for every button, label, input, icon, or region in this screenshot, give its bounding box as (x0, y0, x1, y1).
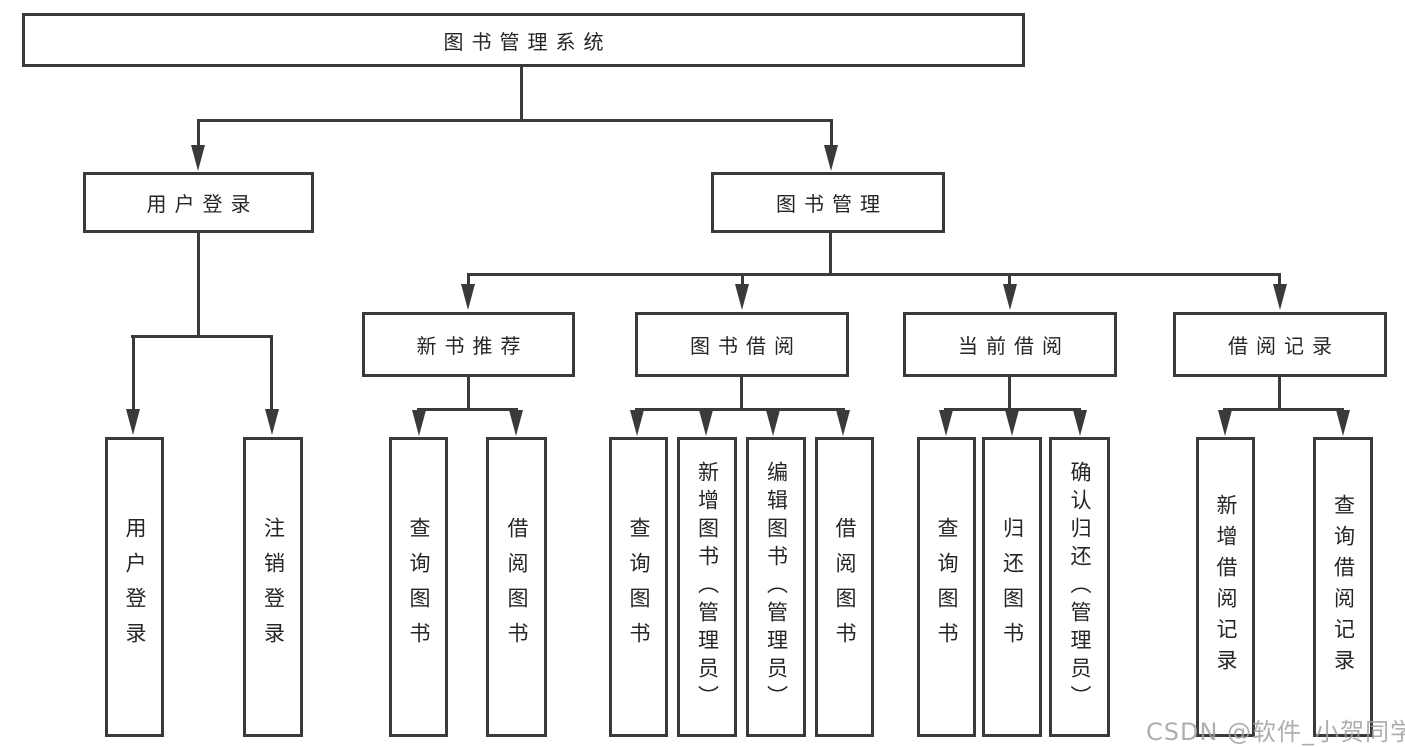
connector-borrowrecords-rail (1223, 408, 1344, 411)
node-book-borrow-label: 图书借阅 (690, 334, 802, 358)
node-borrow-records-label: 借阅记录 (1228, 334, 1340, 358)
leaf-label: 查询图书 (407, 517, 431, 657)
leaf-label: 借阅图书 (833, 517, 857, 657)
leaf-query-books-current: 查询图书 (917, 437, 976, 737)
leaf-add-book-admin: 新增图书（管理员） (677, 437, 737, 737)
node-current-borrow-label: 当前借阅 (958, 334, 1070, 358)
leaf-label: 查询借阅记录 (1331, 494, 1356, 680)
node-root-label: 图书管理系统 (443, 29, 612, 54)
connector-drop-borrowrecords (1278, 273, 1281, 287)
leaf-user-login: 用户登录 (105, 437, 164, 737)
connector-drop-login-leaf (132, 335, 135, 413)
node-new-book-recommend-label: 新书推荐 (416, 334, 529, 358)
leaf-label: 新增图书（管理员） (695, 461, 720, 713)
arrowhead-icon (126, 409, 140, 435)
leaf-query-books-borrow: 查询图书 (609, 437, 668, 737)
arrowhead-icon (509, 410, 523, 436)
connector-newbook-stem (467, 377, 470, 411)
connector-root-rail (197, 119, 833, 122)
arrowhead-icon (939, 410, 953, 436)
leaf-borrow-books: 借阅图书 (815, 437, 874, 737)
arrowhead-icon (836, 410, 850, 436)
connector-newbook-rail (417, 408, 518, 411)
connector-drop-bookborrow (741, 273, 744, 287)
arrowhead-icon (1273, 284, 1287, 310)
leaf-confirm-return-admin: 确认归还（管理员） (1049, 437, 1110, 737)
connector-bookborrow-stem (740, 377, 743, 411)
node-borrow-records: 借阅记录 (1173, 312, 1387, 377)
connector-drop-logout-leaf (270, 335, 273, 413)
node-book-borrow: 图书借阅 (635, 312, 849, 377)
arrowhead-icon (1336, 410, 1350, 436)
arrowhead-icon (1003, 284, 1017, 310)
leaf-query-books-recommend: 查询图书 (389, 437, 448, 737)
leaf-label: 确认归还（管理员） (1068, 461, 1092, 713)
connector-drop-currentborrow (1008, 273, 1011, 287)
arrowhead-icon (630, 410, 644, 436)
leaf-label: 归还图书 (1000, 517, 1025, 657)
leaf-edit-book-admin: 编辑图书（管理员） (746, 437, 806, 737)
connector-root-stem (520, 67, 523, 119)
connector-userlogin-rail (131, 335, 273, 338)
connector-bookmgmt-stem (829, 233, 832, 276)
node-root: 图书管理系统 (22, 13, 1025, 67)
arrowhead-icon (461, 284, 475, 310)
leaf-label: 查询图书 (935, 517, 959, 657)
leaf-label: 新增借阅记录 (1214, 494, 1238, 680)
leaf-query-borrow-record: 查询借阅记录 (1313, 437, 1373, 737)
leaf-add-borrow-record: 新增借阅记录 (1196, 437, 1255, 737)
leaf-return-books: 归还图书 (982, 437, 1042, 737)
arrowhead-icon (699, 410, 713, 436)
connector-borrowrecords-stem (1278, 377, 1281, 411)
node-user-login: 用户登录 (83, 172, 314, 233)
leaf-label: 注销登录 (261, 517, 286, 657)
arrowhead-icon (1073, 410, 1087, 436)
connector-drop-user-login (197, 119, 200, 151)
arrowhead-icon (1005, 410, 1019, 436)
watermark: CSDN @软件_小贺同学 (1146, 718, 1405, 746)
connector-bookborrow-rail (635, 408, 845, 411)
node-book-management: 图书管理 (711, 172, 945, 233)
leaf-label: 编辑图书（管理员） (764, 461, 789, 713)
node-user-login-label: 用户登录 (146, 192, 259, 216)
arrowhead-icon (766, 410, 780, 436)
node-current-borrow: 当前借阅 (903, 312, 1117, 377)
node-book-management-label: 图书管理 (776, 192, 888, 216)
arrowhead-icon (824, 145, 838, 171)
arrowhead-icon (735, 284, 749, 310)
arrowhead-icon (191, 145, 205, 171)
node-new-book-recommend: 新书推荐 (362, 312, 575, 377)
leaf-label: 查询图书 (627, 517, 651, 657)
connector-userlogin-stem (197, 233, 200, 338)
connector-bookmgmt-rail (467, 273, 1281, 276)
arrowhead-icon (412, 410, 426, 436)
arrowhead-icon (265, 409, 279, 435)
leaf-label: 用户登录 (123, 517, 147, 657)
connector-currentborrow-rail (944, 408, 1081, 411)
connector-currentborrow-stem (1008, 377, 1011, 411)
leaf-logout: 注销登录 (243, 437, 303, 737)
leaf-borrow-books-recommend: 借阅图书 (486, 437, 547, 737)
connector-drop-newbook (467, 273, 470, 287)
arrowhead-icon (1218, 410, 1232, 436)
connector-drop-book-mgmt (830, 119, 833, 151)
leaf-label: 借阅图书 (505, 517, 529, 657)
